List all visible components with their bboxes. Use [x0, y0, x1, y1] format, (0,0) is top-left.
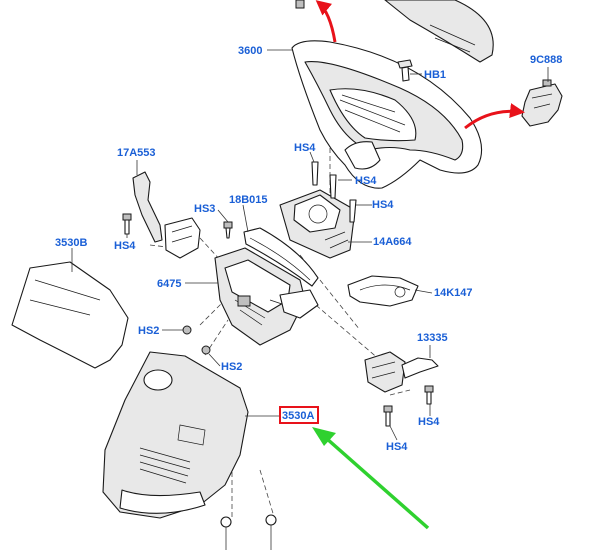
part-labels: 3600 HB1 9C888 17A553 HS4 HS4 HS4 HS4 HS… [55, 45, 562, 453]
label-hs2-bottom: HS2 [221, 361, 242, 373]
screws-hs2 [182, 325, 211, 355]
label-13335: 13335 [417, 332, 448, 344]
airbag-module [295, 0, 494, 63]
label-6475: 6475 [157, 278, 181, 290]
label-hs4-mid: HS4 [355, 175, 377, 187]
steering-wheel [291, 40, 483, 189]
label-14a664: 14A664 [373, 236, 412, 248]
label-14k147: 14K147 [434, 287, 473, 299]
label-hs4-left: HS4 [114, 240, 136, 252]
steering-lock-housing [214, 247, 319, 346]
label-9c888: 9C888 [530, 54, 562, 66]
green-arrow [312, 427, 430, 530]
label-3530a: 3530A [282, 410, 314, 422]
clockspring [279, 189, 356, 259]
screws-bottom [220, 514, 277, 550]
label-17a553: 17A553 [117, 147, 156, 159]
label-hs4-top: HS4 [294, 142, 316, 154]
shroud-3530a [102, 351, 249, 519]
multifunction-switch-left [132, 171, 201, 259]
part-18b015 [243, 227, 319, 287]
label-hs3: HS3 [194, 203, 215, 215]
shroud-3530b [11, 261, 129, 369]
label-hs2-left: HS2 [138, 325, 159, 337]
label-hs4-clockspring: HS4 [372, 199, 394, 211]
screw-hs3 [223, 221, 233, 239]
label-3530b: 3530B [55, 237, 87, 249]
label-18b015: 18B015 [229, 194, 268, 206]
bolt-hb1 [397, 59, 413, 82]
label-3600: 3600 [238, 45, 262, 57]
highlight-box-3530a [279, 406, 319, 424]
leader-lines [71, 49, 549, 441]
screw-hs4-left [122, 213, 132, 235]
label-hs4-bottom: HS4 [386, 441, 408, 453]
red-arrows [315, 0, 525, 130]
screws-hs4-clockspring [311, 161, 357, 223]
label-hs4-right: HS4 [418, 416, 440, 428]
label-hb1: HB1 [424, 69, 446, 81]
screws-hs4-right [383, 385, 434, 427]
wiper-switch-right [364, 351, 439, 393]
part-14k147 [347, 275, 419, 307]
part-9c888 [521, 79, 563, 127]
